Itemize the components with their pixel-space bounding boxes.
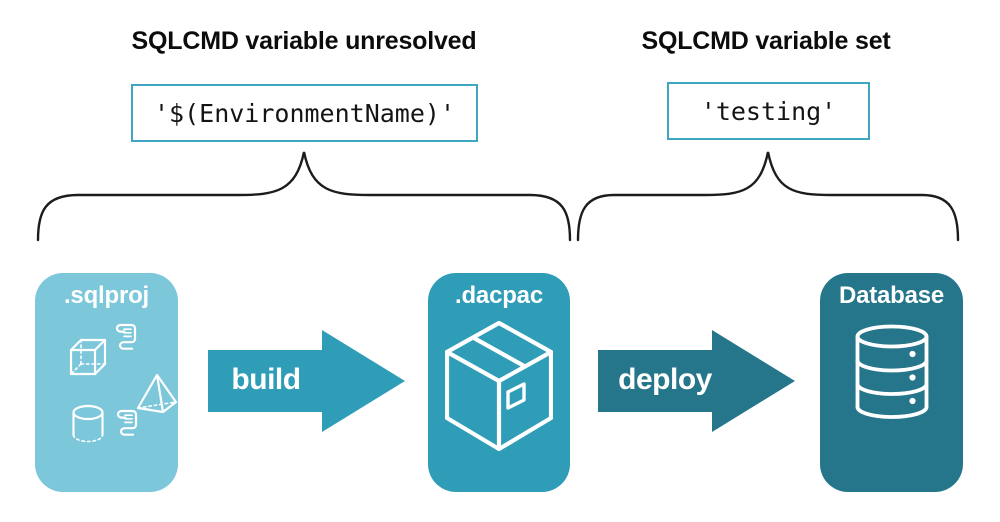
left-heading: SQLCMD variable unresolved: [131, 27, 477, 55]
unresolved-variable-code: '$(EnvironmentName)': [153, 98, 456, 128]
database-node-label: Database: [838, 282, 945, 309]
dacpac-node-label: .dacpac: [455, 282, 543, 309]
sqlproj-icons: [69, 323, 178, 443]
cube-icon: [69, 338, 107, 376]
scroll-icon: [116, 409, 138, 436]
database-icon: [855, 324, 928, 419]
right-brace: [576, 151, 960, 242]
scroll-icon: [115, 323, 137, 350]
resolved-variable-code: 'testing': [700, 96, 837, 126]
database-node: Database: [820, 273, 963, 492]
left-brace: [36, 151, 572, 242]
sqlproj-node: .sqlproj: [35, 273, 178, 492]
deploy-arrow-label: deploy: [618, 363, 712, 396]
resolved-variable-box: 'testing': [667, 82, 870, 140]
dacpac-node: .dacpac: [428, 273, 570, 492]
unresolved-variable-box: '$(EnvironmentName)': [131, 84, 478, 142]
package-icon: [445, 321, 553, 451]
pyramid-icon: [136, 373, 178, 414]
right-heading: SQLCMD variable set: [641, 27, 891, 55]
cylinder-icon: [72, 404, 104, 443]
build-arrow-label: build: [231, 363, 301, 396]
sqlproj-node-label: .sqlproj: [63, 282, 150, 309]
